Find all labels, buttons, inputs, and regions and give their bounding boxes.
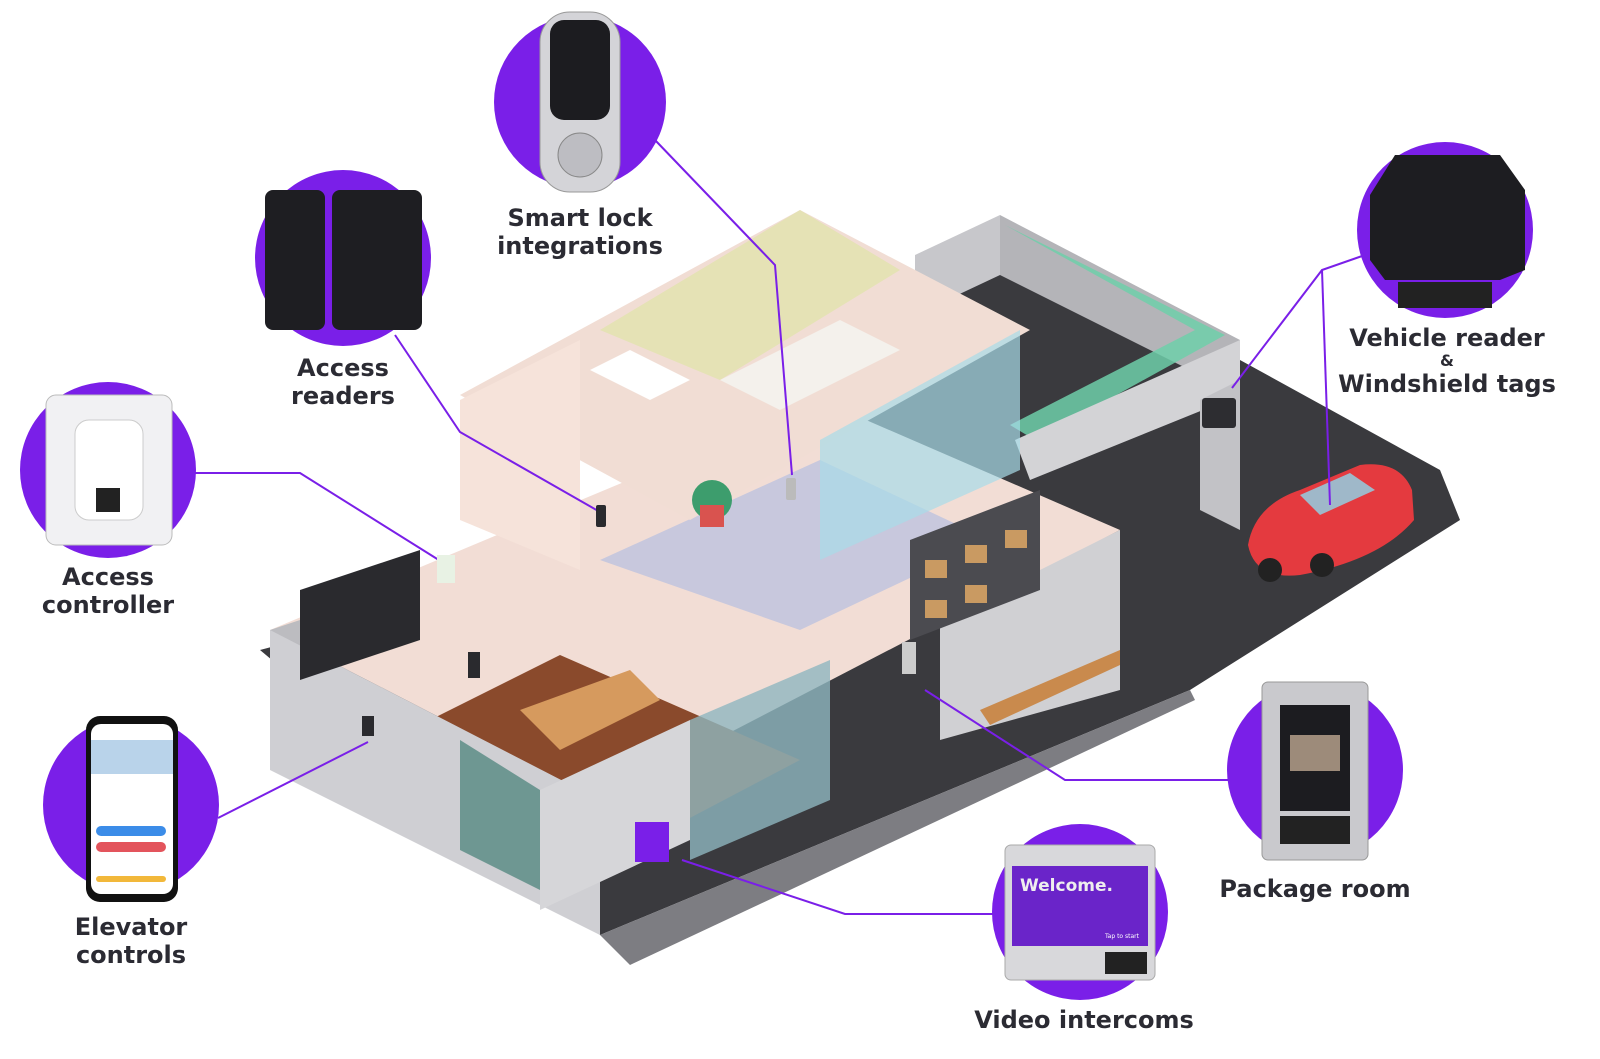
controller-board-icon bbox=[20, 382, 196, 558]
label-vehicle-reader: Vehicle reader&Windshield tags bbox=[1338, 324, 1556, 398]
intercom-welcome-text: Welcome. bbox=[1020, 876, 1113, 896]
smartphone-icon bbox=[43, 716, 219, 902]
car bbox=[1248, 464, 1414, 582]
smart-lock-icon bbox=[494, 11, 666, 193]
garage bbox=[915, 215, 1240, 530]
vehicle-reader-icon bbox=[1357, 142, 1533, 318]
keypad-reader-icon bbox=[255, 170, 431, 346]
connector-lines bbox=[195, 139, 1366, 915]
label-video-intercoms: Video intercoms bbox=[974, 1006, 1194, 1034]
house bbox=[270, 210, 1120, 935]
label-package-room: Package room bbox=[1219, 875, 1411, 903]
intercom-tap-text: Tap to start bbox=[1104, 933, 1140, 940]
device-markers bbox=[362, 478, 916, 862]
video-intercom-icon: Welcome. Tap to start bbox=[992, 824, 1168, 1000]
package-intercom-icon bbox=[1227, 681, 1403, 861]
